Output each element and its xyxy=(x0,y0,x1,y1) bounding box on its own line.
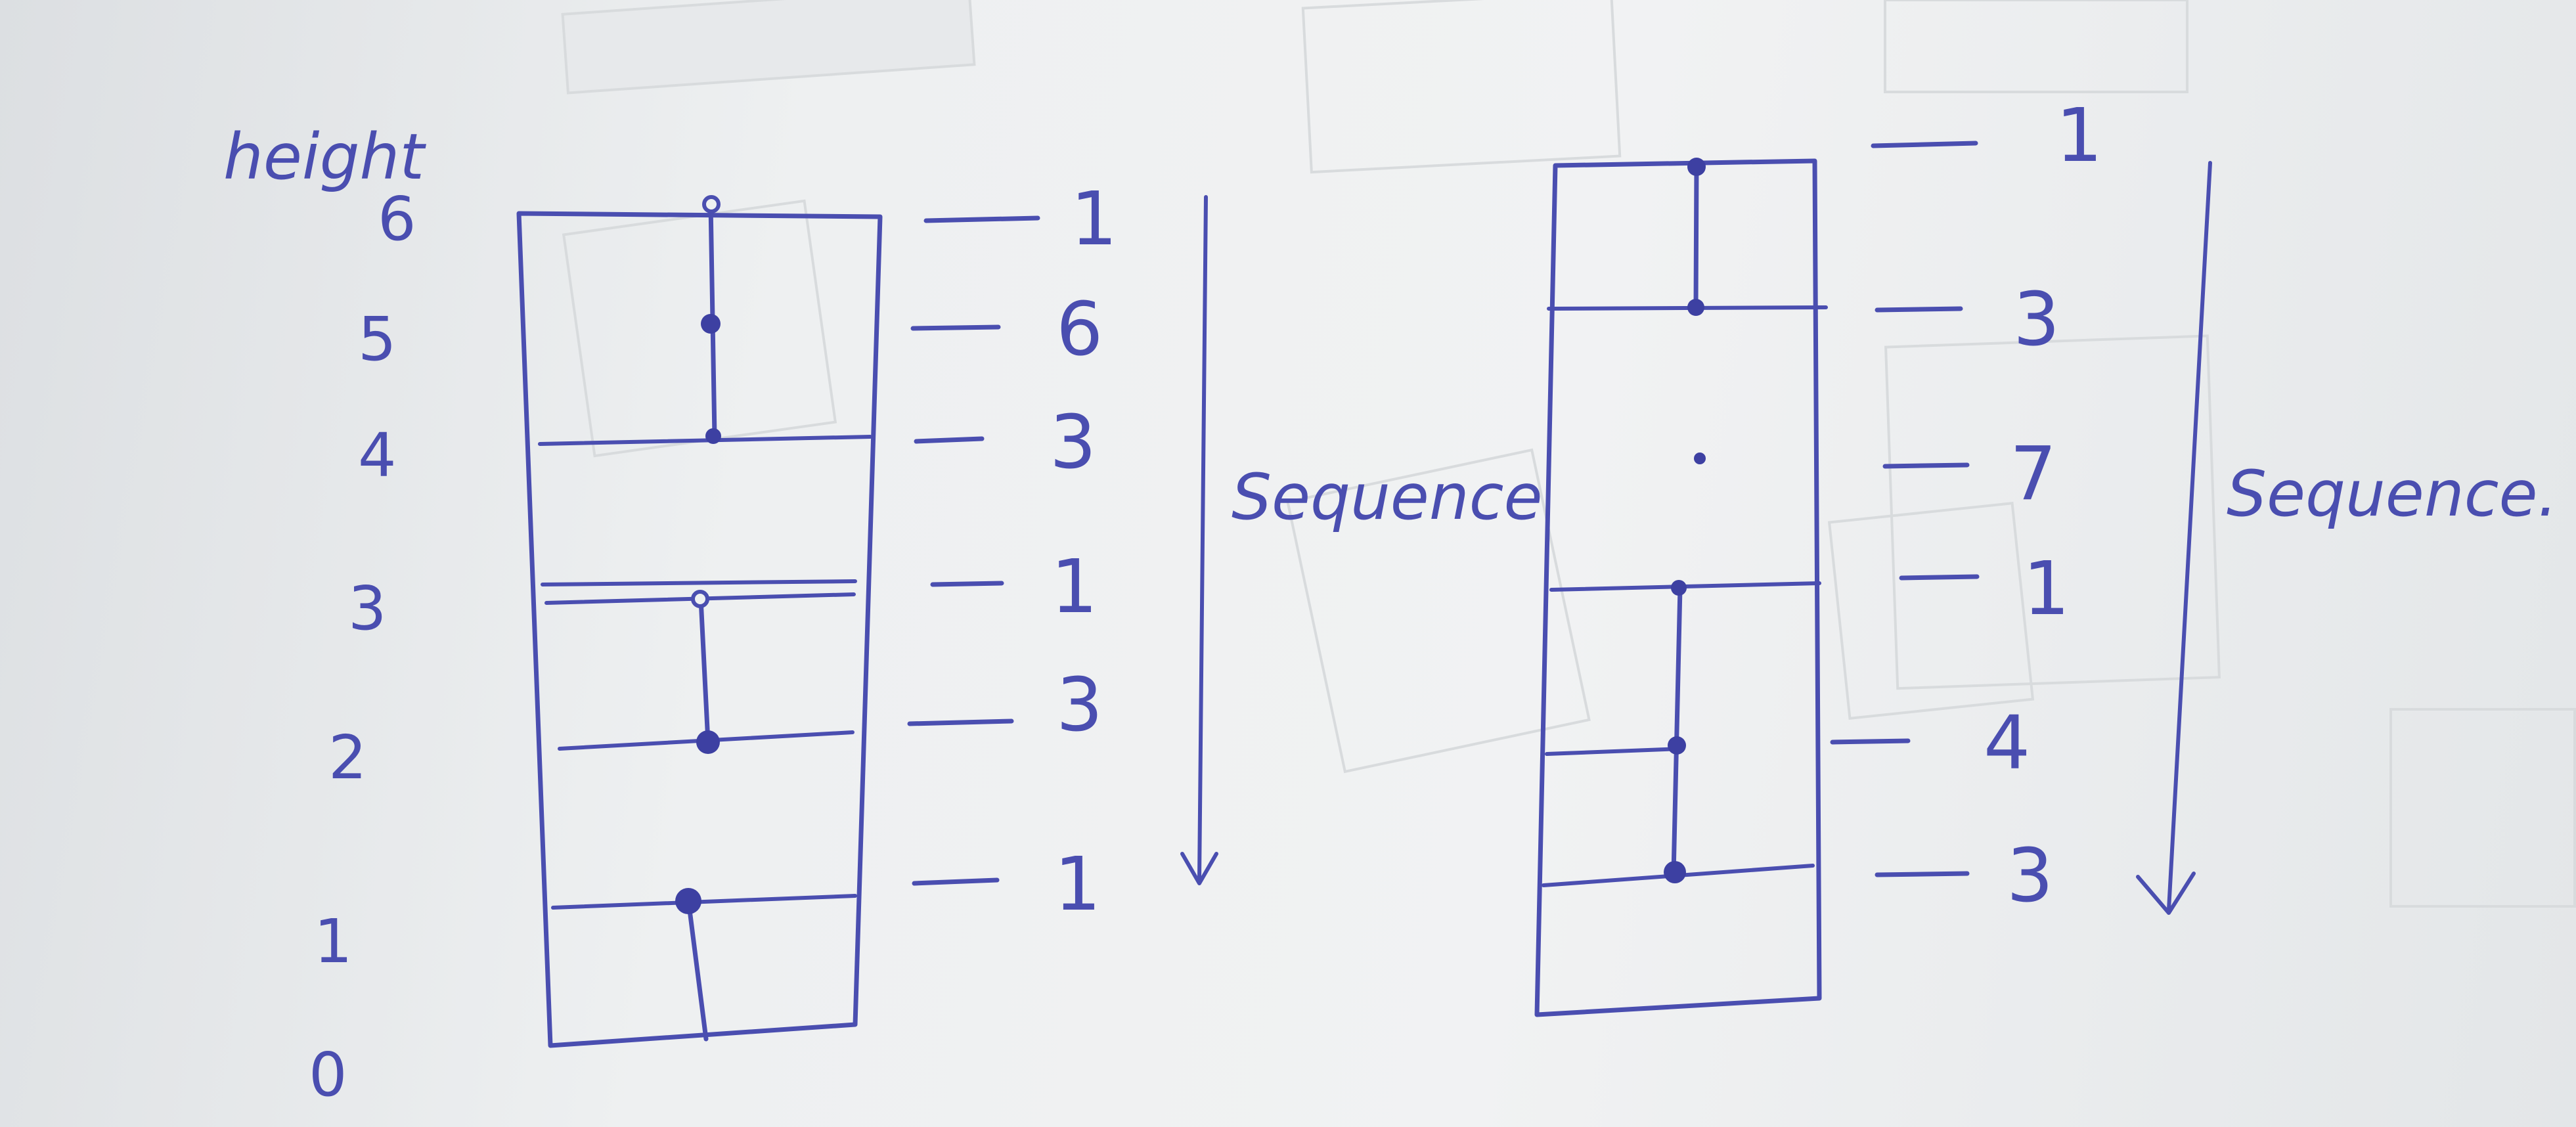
right-connector-top xyxy=(1693,163,1699,310)
right-tick-1 xyxy=(1871,141,1978,148)
left-tick-2 xyxy=(910,324,1001,331)
height-label-4: 4 xyxy=(358,420,397,491)
left-divider-3a xyxy=(541,579,857,586)
height-label-0: 0 xyxy=(309,1040,347,1110)
left-sequence: 1 6 3 1 3 1 xyxy=(907,177,1117,927)
right-stack-diagram xyxy=(1534,158,1828,1017)
left-sequence-arrow: Sequence xyxy=(1180,195,1543,885)
right-seq-value-5: 4 xyxy=(1984,701,2030,786)
left-node-3-open xyxy=(691,590,709,608)
height-label-5: 5 xyxy=(358,304,397,374)
right-arrow-head xyxy=(2136,872,2196,915)
left-arrow-shaft xyxy=(1197,195,1208,882)
left-seq-value-6: 1 xyxy=(1054,842,1101,927)
right-node-top xyxy=(1687,158,1706,176)
left-stack-diagram xyxy=(516,195,883,1048)
left-tick-1 xyxy=(923,215,1040,223)
left-seq-value-3: 3 xyxy=(1050,400,1096,485)
right-seq-value-3: 7 xyxy=(2010,431,2056,517)
right-node-5 xyxy=(1687,299,1704,316)
left-divider-1 xyxy=(551,894,857,910)
right-node-2 xyxy=(1668,736,1686,755)
right-seq-value-6: 3 xyxy=(2007,833,2053,919)
left-node-4 xyxy=(705,428,721,444)
right-tick-4 xyxy=(1899,574,1980,581)
right-node-1 xyxy=(1664,861,1686,883)
left-divider-4 xyxy=(538,435,872,446)
height-axis: height 6 5 4 3 2 1 0 xyxy=(223,120,426,1110)
right-tick-2 xyxy=(1875,306,1963,313)
right-divider-5 xyxy=(1547,305,1828,311)
height-label-6: 6 xyxy=(378,184,416,254)
right-node-isolated xyxy=(1694,453,1706,464)
height-label-1: 1 xyxy=(314,906,353,977)
left-node-5 xyxy=(701,314,721,334)
right-sequence: 1 3 7 1 4 3 xyxy=(1830,93,2102,919)
left-node-2 xyxy=(696,730,720,754)
right-arrow-shaft xyxy=(2167,161,2212,912)
right-divider-2 xyxy=(1545,747,1683,756)
right-connector-bottom xyxy=(1671,585,1683,876)
right-arrow-label: Sequence. xyxy=(2227,457,2558,531)
left-arrow-head xyxy=(1180,852,1218,885)
left-tick-4 xyxy=(930,581,1004,587)
left-tick-5 xyxy=(907,718,1014,726)
left-tick-6 xyxy=(912,877,1000,886)
left-node-1 xyxy=(675,888,701,914)
right-stack-outline xyxy=(1534,158,1822,1017)
background-impressions xyxy=(561,0,2576,908)
height-axis-title: height xyxy=(223,120,426,194)
right-sequence-arrow: Sequence. xyxy=(2136,161,2558,915)
right-tick-3 xyxy=(1882,462,1970,469)
right-tick-5 xyxy=(1830,738,1911,745)
left-connector-middle xyxy=(698,596,711,745)
left-seq-value-1: 1 xyxy=(1071,177,1117,262)
height-label-2: 2 xyxy=(328,722,367,793)
right-seq-value-4: 1 xyxy=(2023,546,2070,632)
left-seq-value-4: 1 xyxy=(1051,544,1098,630)
height-label-3: 3 xyxy=(348,573,387,644)
left-node-top-open xyxy=(702,195,721,213)
right-seq-value-2: 3 xyxy=(2013,277,2060,363)
left-seq-value-2: 6 xyxy=(1056,287,1103,372)
left-connector-bottom xyxy=(686,897,709,1042)
right-seq-value-1: 1 xyxy=(2056,93,2102,179)
right-node-3 xyxy=(1671,580,1687,596)
left-tick-3 xyxy=(914,436,985,444)
left-seq-value-5: 3 xyxy=(1056,663,1103,748)
left-stack-outline xyxy=(516,211,883,1048)
left-arrow-label: Sequence xyxy=(1232,460,1543,534)
right-tick-6 xyxy=(1875,871,1970,877)
